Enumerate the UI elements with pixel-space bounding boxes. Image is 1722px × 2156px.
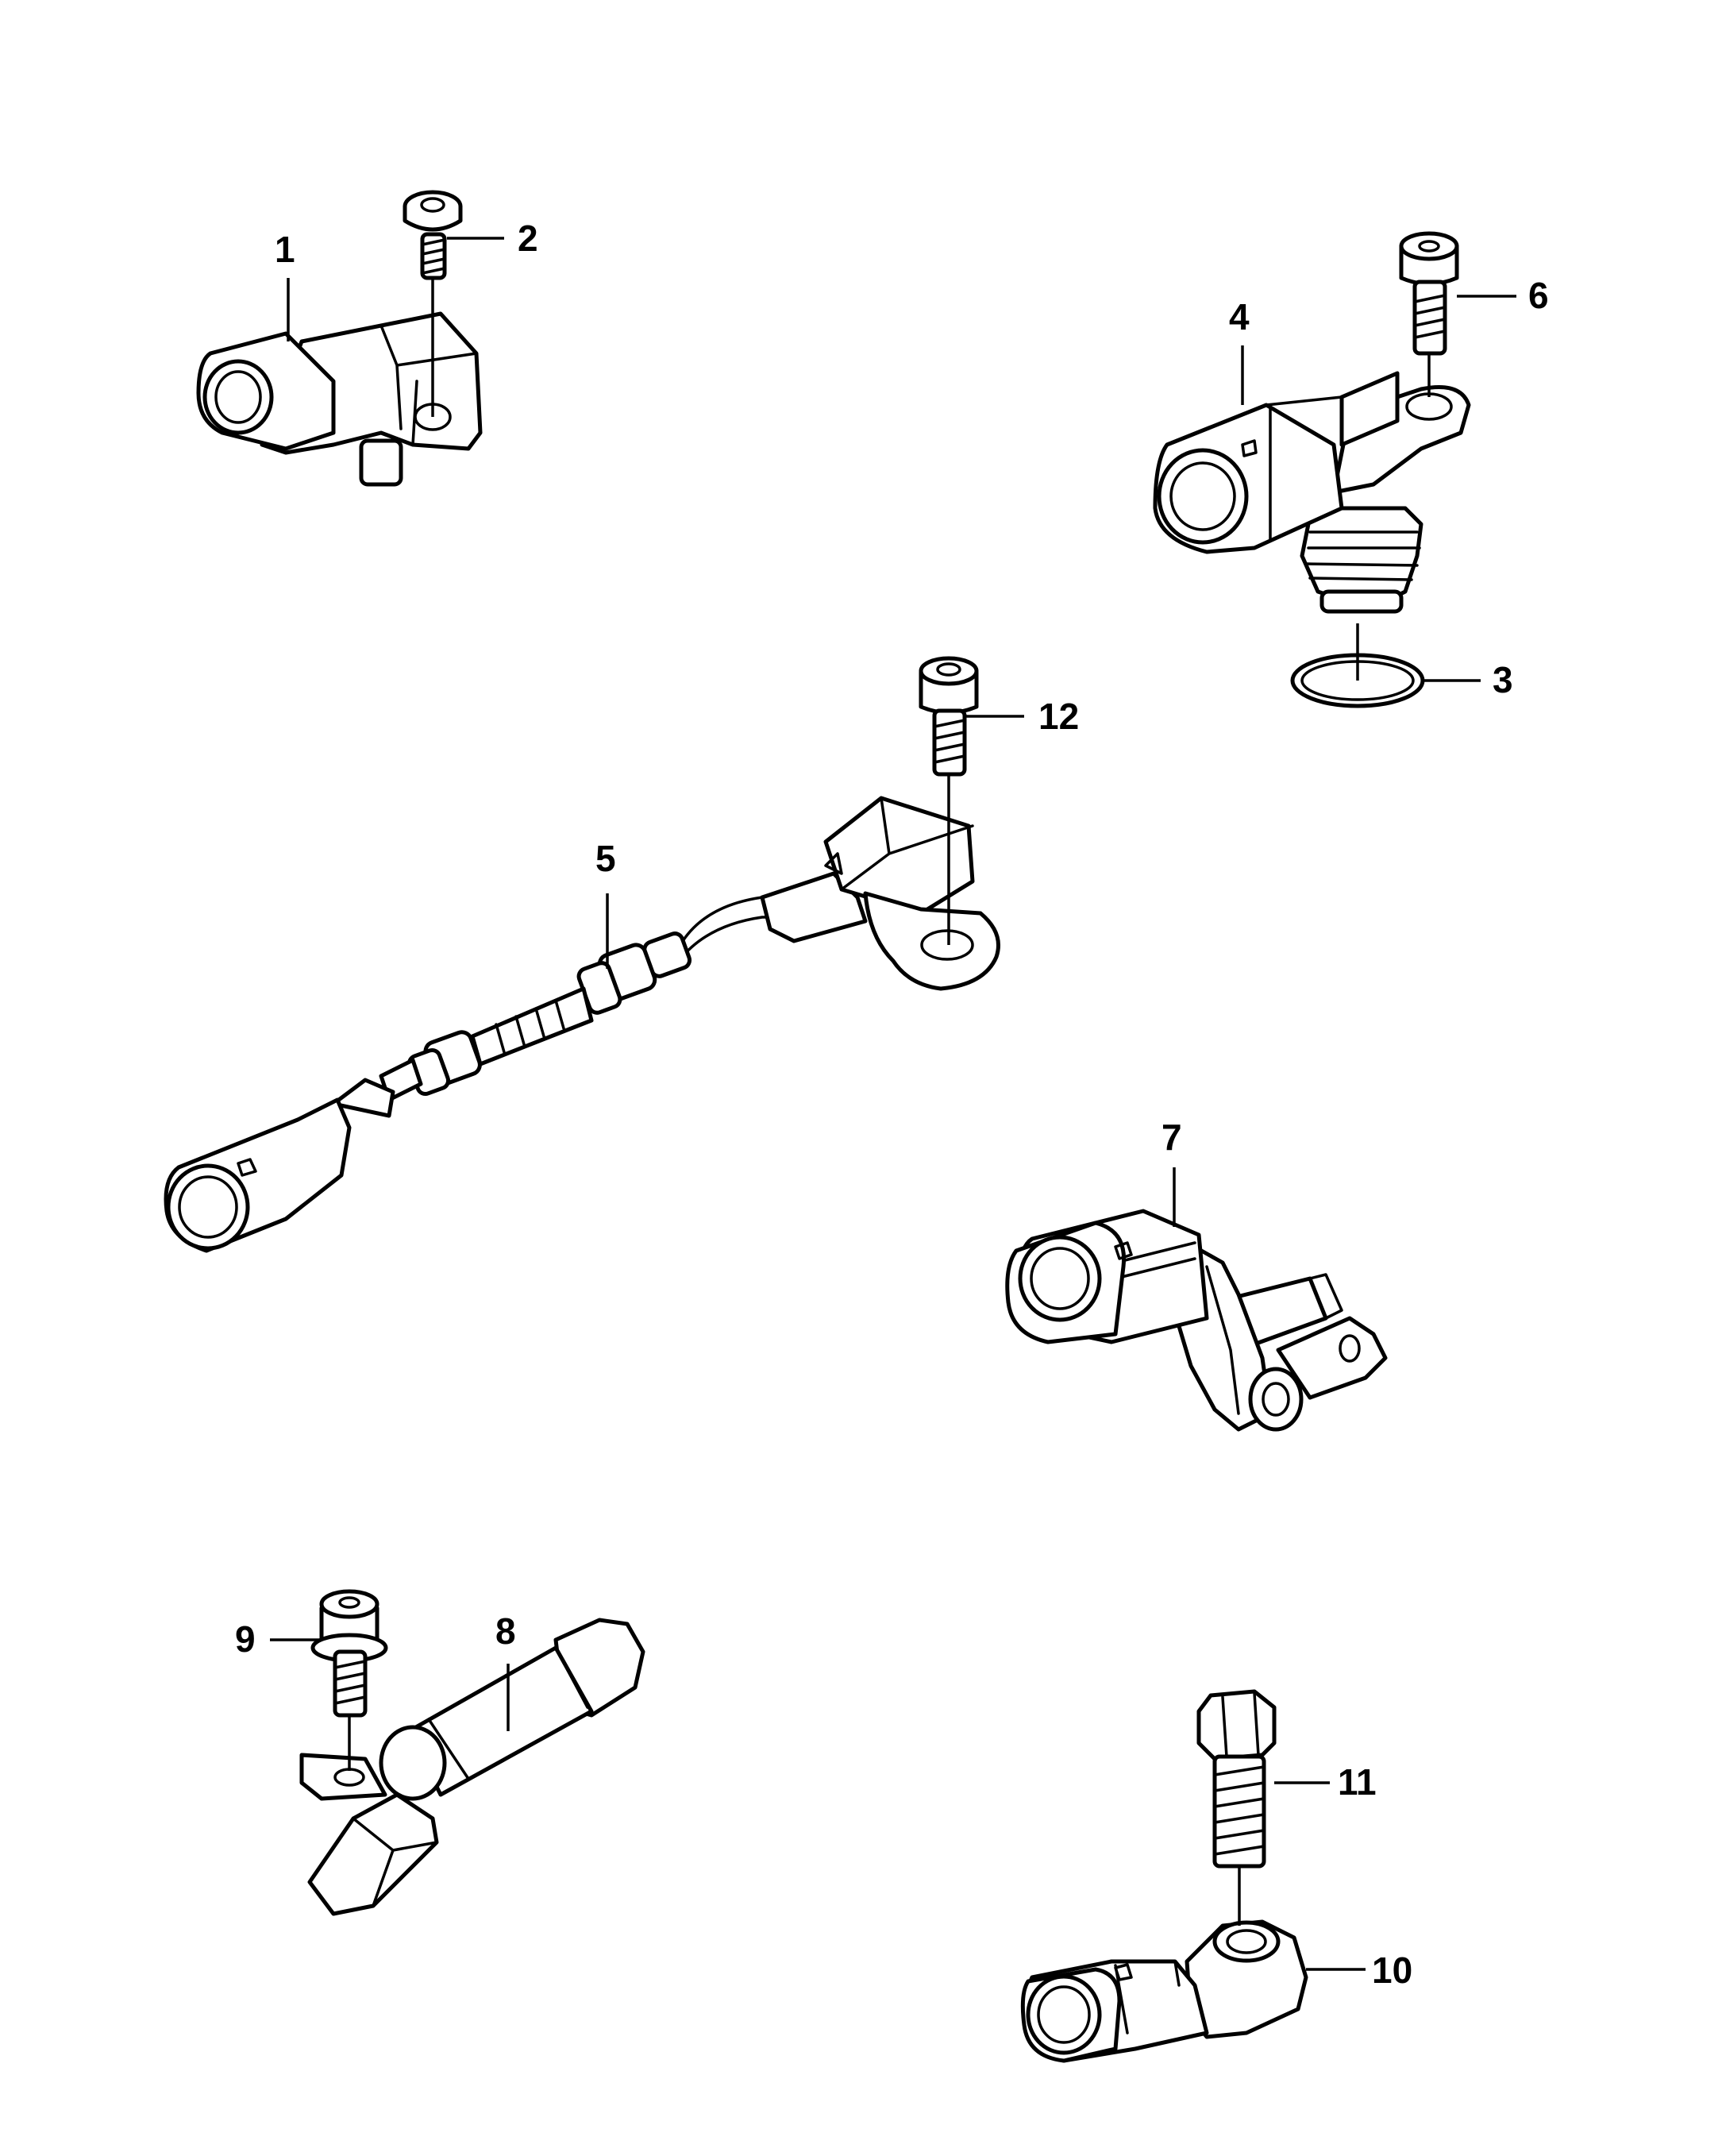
callout-leaders (270, 237, 1516, 1971)
callout-4: 4 (1229, 296, 1250, 337)
callout-3: 3 (1493, 659, 1513, 700)
part-7-sensor (1005, 1209, 1388, 1432)
part-2-screw (403, 190, 463, 280)
part-4-sensor (1153, 371, 1471, 614)
part-6-bolt (1399, 231, 1459, 356)
callout-5: 5 (595, 838, 616, 879)
part-9-bolt (310, 1589, 388, 1718)
callout-10: 10 (1372, 1950, 1412, 1991)
part-11-bolt (1196, 1689, 1277, 1869)
callout-11: 11 (1338, 1761, 1377, 1803)
callout-6: 6 (1528, 275, 1549, 316)
callout-1: 1 (275, 229, 295, 270)
callout-9: 9 (235, 1618, 256, 1660)
callout-12: 12 (1038, 696, 1079, 737)
part-1-sensor (196, 311, 483, 487)
callout-8: 8 (495, 1610, 516, 1652)
part-12-bolt (919, 656, 979, 777)
part-8-sensor (299, 1618, 645, 1916)
callout-7: 7 (1161, 1117, 1182, 1158)
part-10-sensor (1020, 1919, 1308, 2063)
part-5-sensor-cable (164, 796, 1000, 1253)
callout-2: 2 (518, 218, 538, 259)
